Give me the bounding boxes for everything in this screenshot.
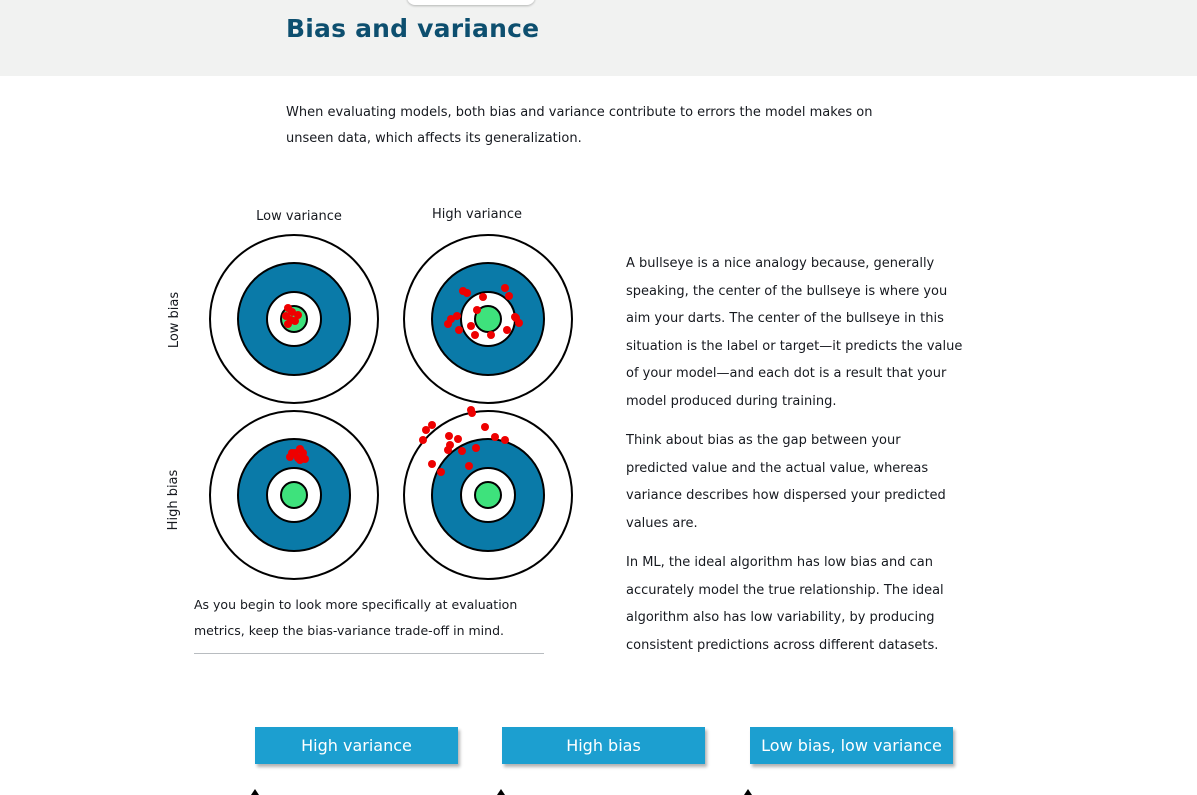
dart-dot xyxy=(296,456,304,464)
intro-paragraph: When evaluating models, both bias and va… xyxy=(286,105,873,146)
col-label-low-variance: Low variance xyxy=(256,209,342,224)
dart-dot xyxy=(454,435,462,443)
page-title: Bias and variance xyxy=(286,14,540,43)
dart-dot xyxy=(437,468,445,476)
dart-dot xyxy=(428,421,436,429)
dart-dot xyxy=(428,460,436,468)
dart-dot xyxy=(447,315,455,323)
figure-caption: As you begin to look more specifically a… xyxy=(194,597,518,638)
tile-high-bias[interactable]: High bias xyxy=(502,727,705,764)
target-high-bias-low-variance xyxy=(209,410,379,580)
dart-dot xyxy=(472,444,480,452)
pointer-arrow-icon xyxy=(251,789,259,795)
dart-dot xyxy=(473,306,481,314)
tile-high-variance[interactable]: High variance xyxy=(255,727,458,764)
target-ring xyxy=(280,481,308,509)
dart-dot xyxy=(501,284,509,292)
bullseye-figure: Low variance High variance Low bias High… xyxy=(160,195,590,595)
divider xyxy=(194,653,544,654)
dart-dot xyxy=(445,432,453,440)
dart-dot xyxy=(288,308,296,316)
dart-dot xyxy=(467,322,475,330)
tile-low-bias-low-variance[interactable]: Low bias, low variance xyxy=(750,727,953,764)
dart-dot xyxy=(501,436,509,444)
target-high-bias-high-variance xyxy=(403,406,573,580)
dart-dot xyxy=(455,326,463,334)
pointer-arrow-icon xyxy=(497,789,505,795)
dart-dot xyxy=(487,331,495,339)
dart-dot xyxy=(291,317,299,325)
row-label-high-bias: High bias xyxy=(166,469,181,530)
explanation-paragraph-2: Think about bias as the gap between your… xyxy=(626,433,946,531)
explanation-paragraph-1: A bullseye is a nice analogy because, ge… xyxy=(626,256,963,409)
row-label-low-bias: Low bias xyxy=(167,292,182,349)
target-low-bias-low-variance xyxy=(209,234,379,404)
dart-dot xyxy=(471,331,479,339)
dart-dot xyxy=(505,292,513,300)
dart-dot xyxy=(444,446,452,454)
dart-dot xyxy=(453,312,461,320)
header-band xyxy=(0,0,1197,76)
target-ring xyxy=(474,305,502,333)
dart-dot xyxy=(491,433,499,441)
explanation-text: A bullseye is a nice analogy because, ge… xyxy=(626,250,966,671)
header-tab[interactable] xyxy=(407,0,535,5)
explanation-paragraph-3: In ML, the ideal algorithm has low bias … xyxy=(626,555,944,653)
dart-dot xyxy=(422,426,430,434)
dart-dot xyxy=(479,293,487,301)
dart-dot xyxy=(481,423,489,431)
dart-dot xyxy=(512,314,520,322)
dart-dot xyxy=(294,311,302,319)
col-label-high-variance: High variance xyxy=(432,207,522,222)
dart-dot xyxy=(463,289,471,297)
dart-dot xyxy=(419,436,427,444)
dart-dot xyxy=(503,326,511,334)
dart-dot xyxy=(458,447,466,455)
pointer-arrow-icon xyxy=(744,789,752,795)
dart-dot xyxy=(284,320,292,328)
dart-dot xyxy=(465,462,473,470)
target-low-bias-high-variance xyxy=(403,234,573,404)
target-ring xyxy=(474,481,502,509)
dart-dot xyxy=(288,449,296,457)
dart-dot xyxy=(468,409,476,417)
